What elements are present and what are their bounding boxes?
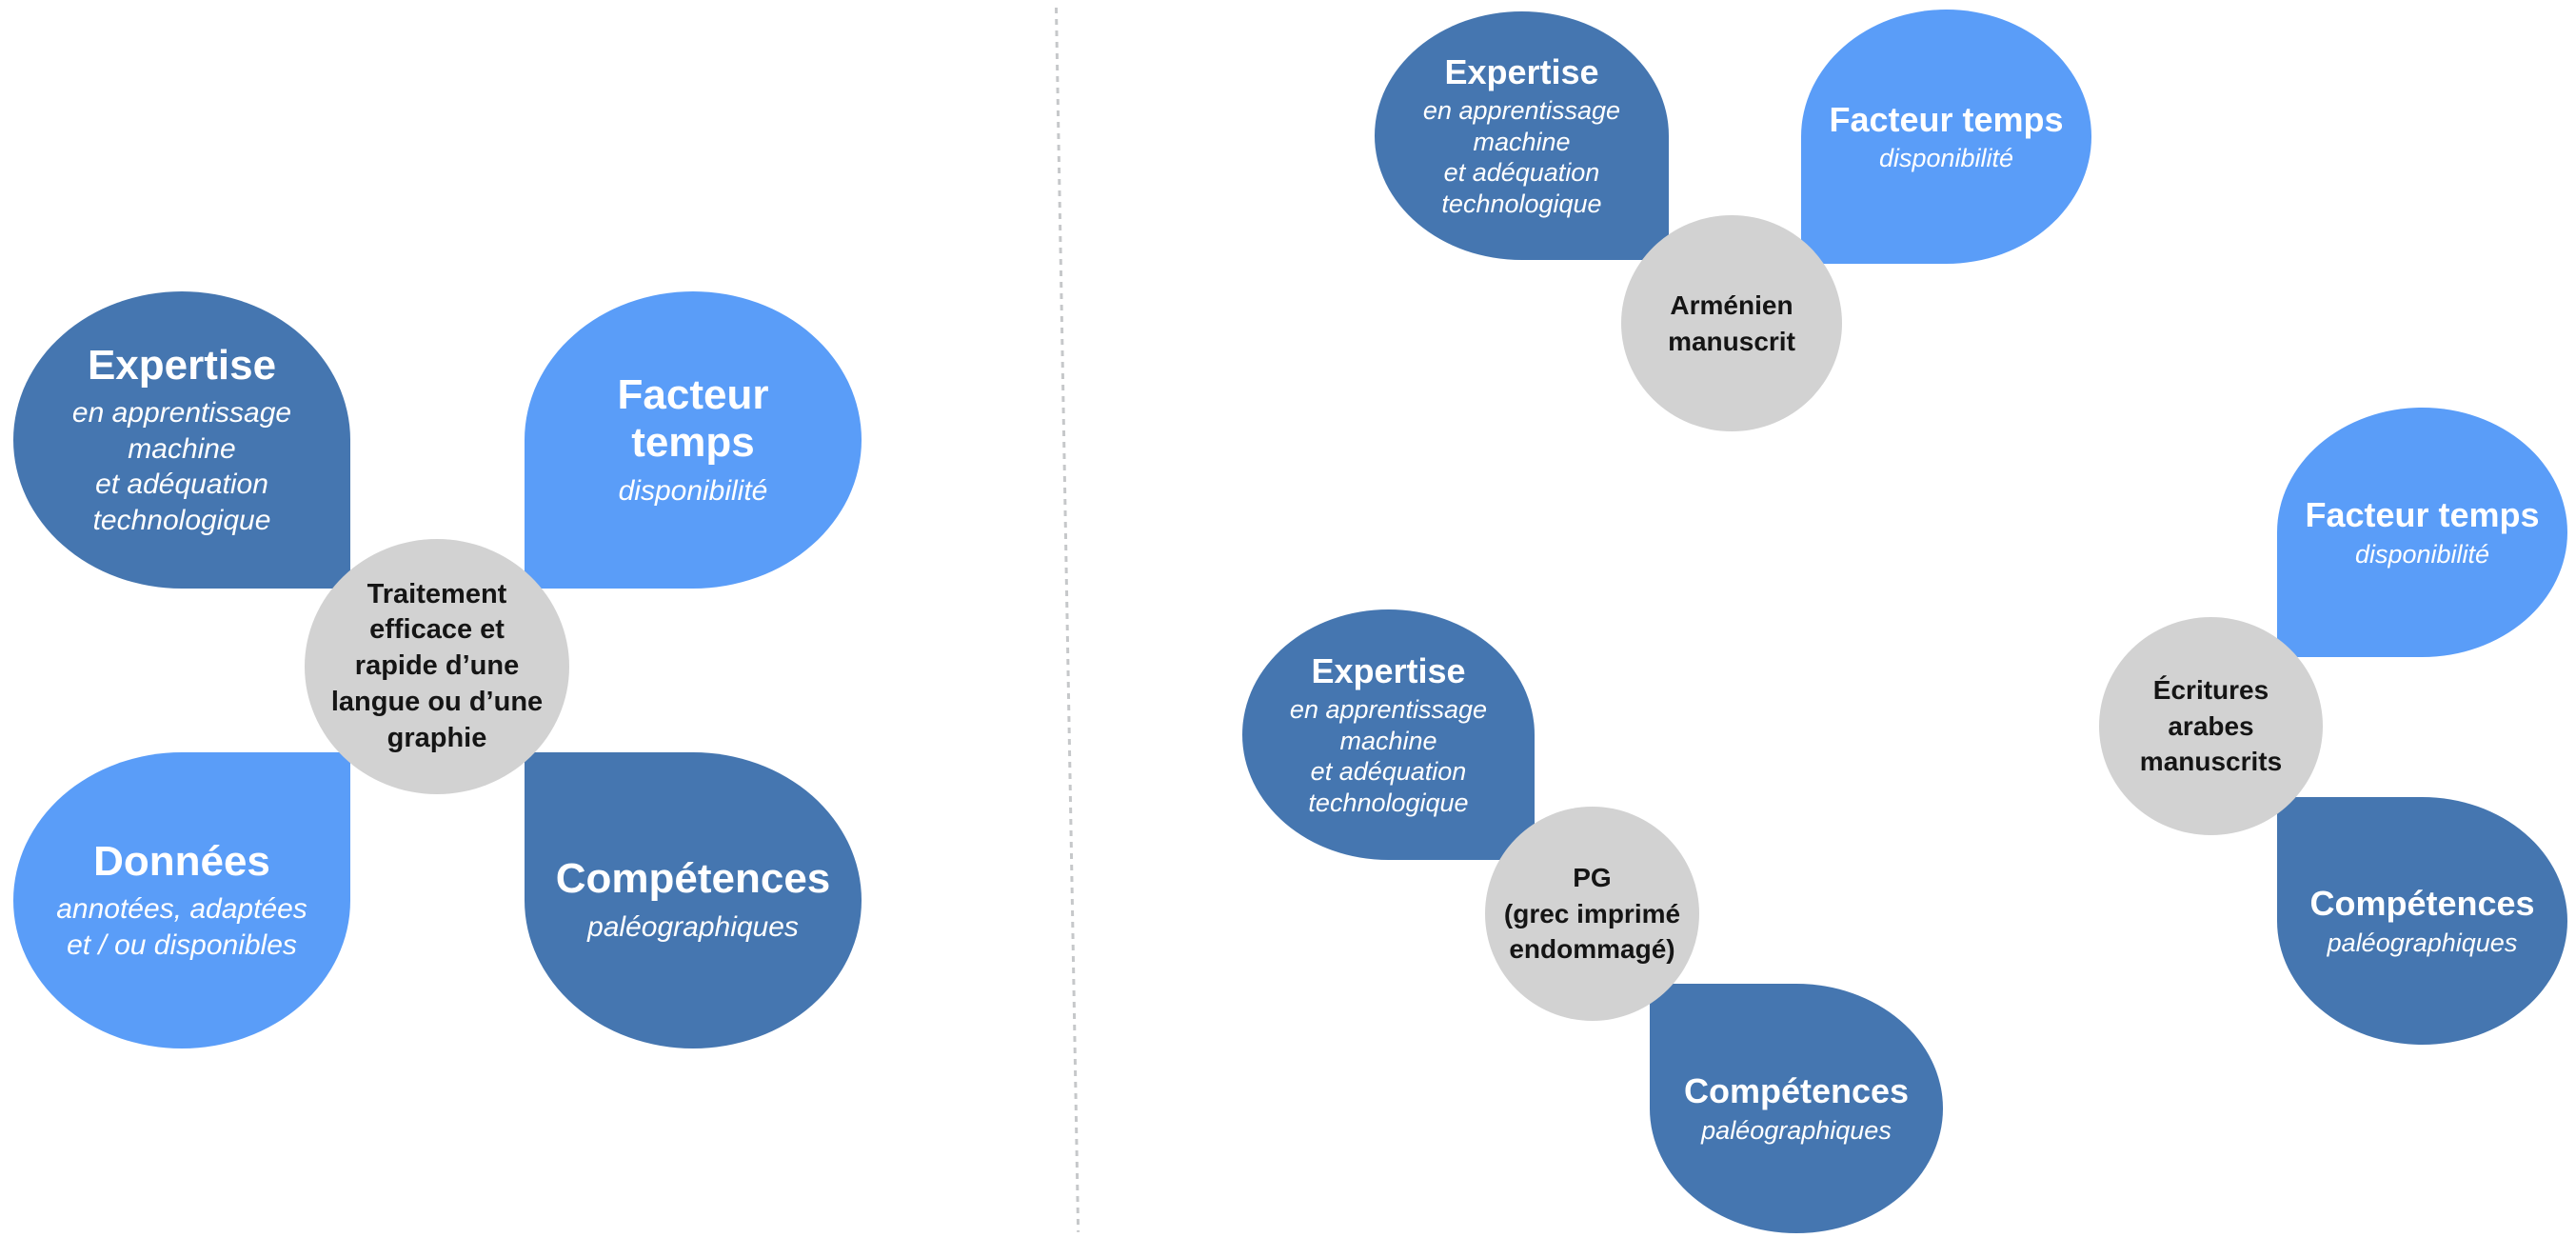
petal-expertise: Expertise en apprentissage machine et ad… — [1375, 11, 1669, 260]
petal-title: Compétences — [1683, 1071, 1910, 1111]
petal-text-block: Facteur temps disponibilité — [2305, 495, 2539, 569]
petal-subtitle: annotées, adaptées et / ou disponibles — [56, 893, 307, 961]
center-hub-ecritures-arabes: Écritures arabes manuscrits — [2099, 617, 2323, 835]
petal-title: Facteur temps — [1829, 99, 2064, 139]
petal-text-block: Expertise en apprentissage machine et ad… — [1290, 651, 1487, 818]
petal-competences: Compétences paléographiques — [2277, 797, 2567, 1045]
petal-facteur-temps: Facteur temps disponibilité — [1801, 10, 2091, 264]
petal-subtitle: disponibilité — [618, 474, 768, 507]
hub-label: Traitement efficace et rapide d’une lang… — [330, 578, 544, 753]
petal-title: Facteur temps — [2305, 495, 2540, 535]
petal-donnees: Données annotées, adaptées et / ou dispo… — [13, 752, 350, 1048]
petal-title: Compétences — [2309, 884, 2535, 924]
petal-text-block: Données annotées, adaptées et / ou dispo… — [56, 838, 307, 964]
petal-subtitle: en apprentissage machine et adéquation t… — [1289, 695, 1488, 817]
hub-label: PG (grec imprimé endommagé) — [1503, 862, 1681, 965]
petal-text-block: Facteur temps disponibilité — [1829, 100, 2063, 174]
petal-subtitle: en apprentissage machine et adéquation t… — [71, 397, 292, 536]
petal-title: Compétences — [555, 855, 831, 903]
petal-competences: Compétences paléographiques — [525, 752, 862, 1048]
petal-text-block: Facteur temps disponibilité — [618, 371, 769, 509]
petal-subtitle: disponibilité — [2354, 539, 2490, 569]
petal-title: Expertise — [87, 341, 277, 389]
petal-title: Expertise — [1444, 52, 1599, 92]
petal-competences: Compétences paléographiques — [1650, 984, 1943, 1233]
petal-text-block: Expertise en apprentissage machine et ad… — [72, 342, 291, 539]
petal-text-block: Compétences paléographiques — [1684, 1071, 1909, 1146]
hub-label: Arménien manuscrit — [1668, 290, 1795, 356]
petal-text-block: Compétences paléographiques — [2309, 884, 2534, 958]
petal-facteur-temps: Facteur temps disponibilité — [525, 291, 862, 589]
petal-subtitle: paléographiques — [2327, 928, 2518, 957]
petal-subtitle: disponibilité — [1878, 144, 2014, 172]
petal-text-block: Expertise en apprentissage machine et ad… — [1423, 52, 1620, 219]
center-hub-armenien: Arménien manuscrit — [1621, 215, 1842, 431]
petal-title: Données — [93, 837, 270, 885]
petal-subtitle: paléographiques — [587, 911, 799, 944]
center-hub-pg: PG (grec imprimé endommagé) — [1485, 807, 1699, 1021]
petal-text-block: Compétences paléographiques — [556, 855, 831, 945]
hub-label: Écritures arabes manuscrits — [2139, 674, 2283, 777]
petal-subtitle: paléographiques — [1701, 1115, 1892, 1145]
center-hub-traitement: Traitement efficace et rapide d’une lang… — [305, 539, 569, 794]
petal-title: Expertise — [1311, 651, 1466, 691]
petal-expertise: Expertise en apprentissage machine et ad… — [1242, 609, 1535, 860]
petal-facteur-temps: Facteur temps disponibilité — [2277, 408, 2567, 657]
petal-expertise: Expertise en apprentissage machine et ad… — [13, 291, 350, 589]
petal-title: Facteur temps — [617, 370, 769, 467]
petal-subtitle: en apprentissage machine et adéquation t… — [1422, 96, 1621, 218]
